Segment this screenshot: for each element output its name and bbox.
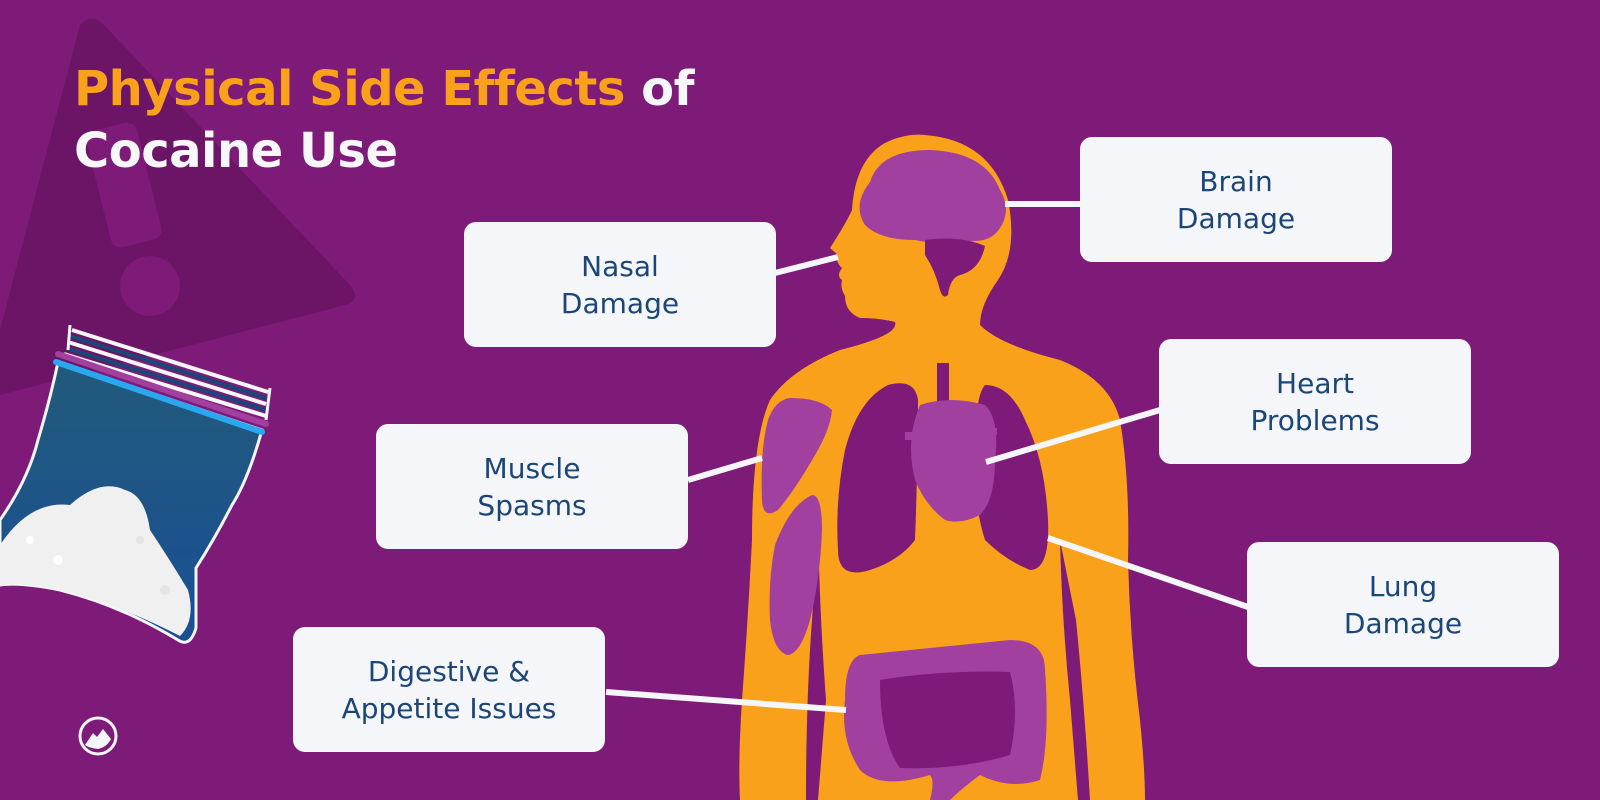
label-line: Appetite Issues xyxy=(341,691,557,725)
title-highlight: Physical Side Effects xyxy=(74,61,625,117)
warning-triangle-icon xyxy=(0,18,355,395)
heart-organ xyxy=(905,400,997,522)
label-line: Lung xyxy=(1368,569,1438,603)
brain-organ xyxy=(859,150,1006,297)
title-line-2: Cocaine Use xyxy=(74,123,398,179)
title-rest: of xyxy=(624,61,694,117)
label-digestive-appetite: Digestive &Appetite Issues xyxy=(293,627,605,752)
mountain-logo-icon xyxy=(78,716,118,756)
label-line: Damage xyxy=(1176,201,1296,235)
label-line: Nasal xyxy=(581,249,659,283)
label-line: Spasms xyxy=(477,488,587,522)
label-line: Problems xyxy=(1250,403,1380,437)
label-line: Damage xyxy=(1343,606,1463,640)
label-line: Damage xyxy=(560,286,680,320)
label-line: Heart xyxy=(1276,366,1354,400)
baggie-icon xyxy=(0,324,272,644)
label-line: Digestive & xyxy=(367,654,531,688)
page-title: Physical Side Effects of Cocaine Use xyxy=(74,58,694,182)
intestines-organ xyxy=(844,640,1047,800)
label-line: Brain xyxy=(1199,164,1273,198)
connector-lines xyxy=(605,201,1249,713)
muscle-organ xyxy=(761,398,832,655)
label-line: Muscle xyxy=(483,451,581,485)
